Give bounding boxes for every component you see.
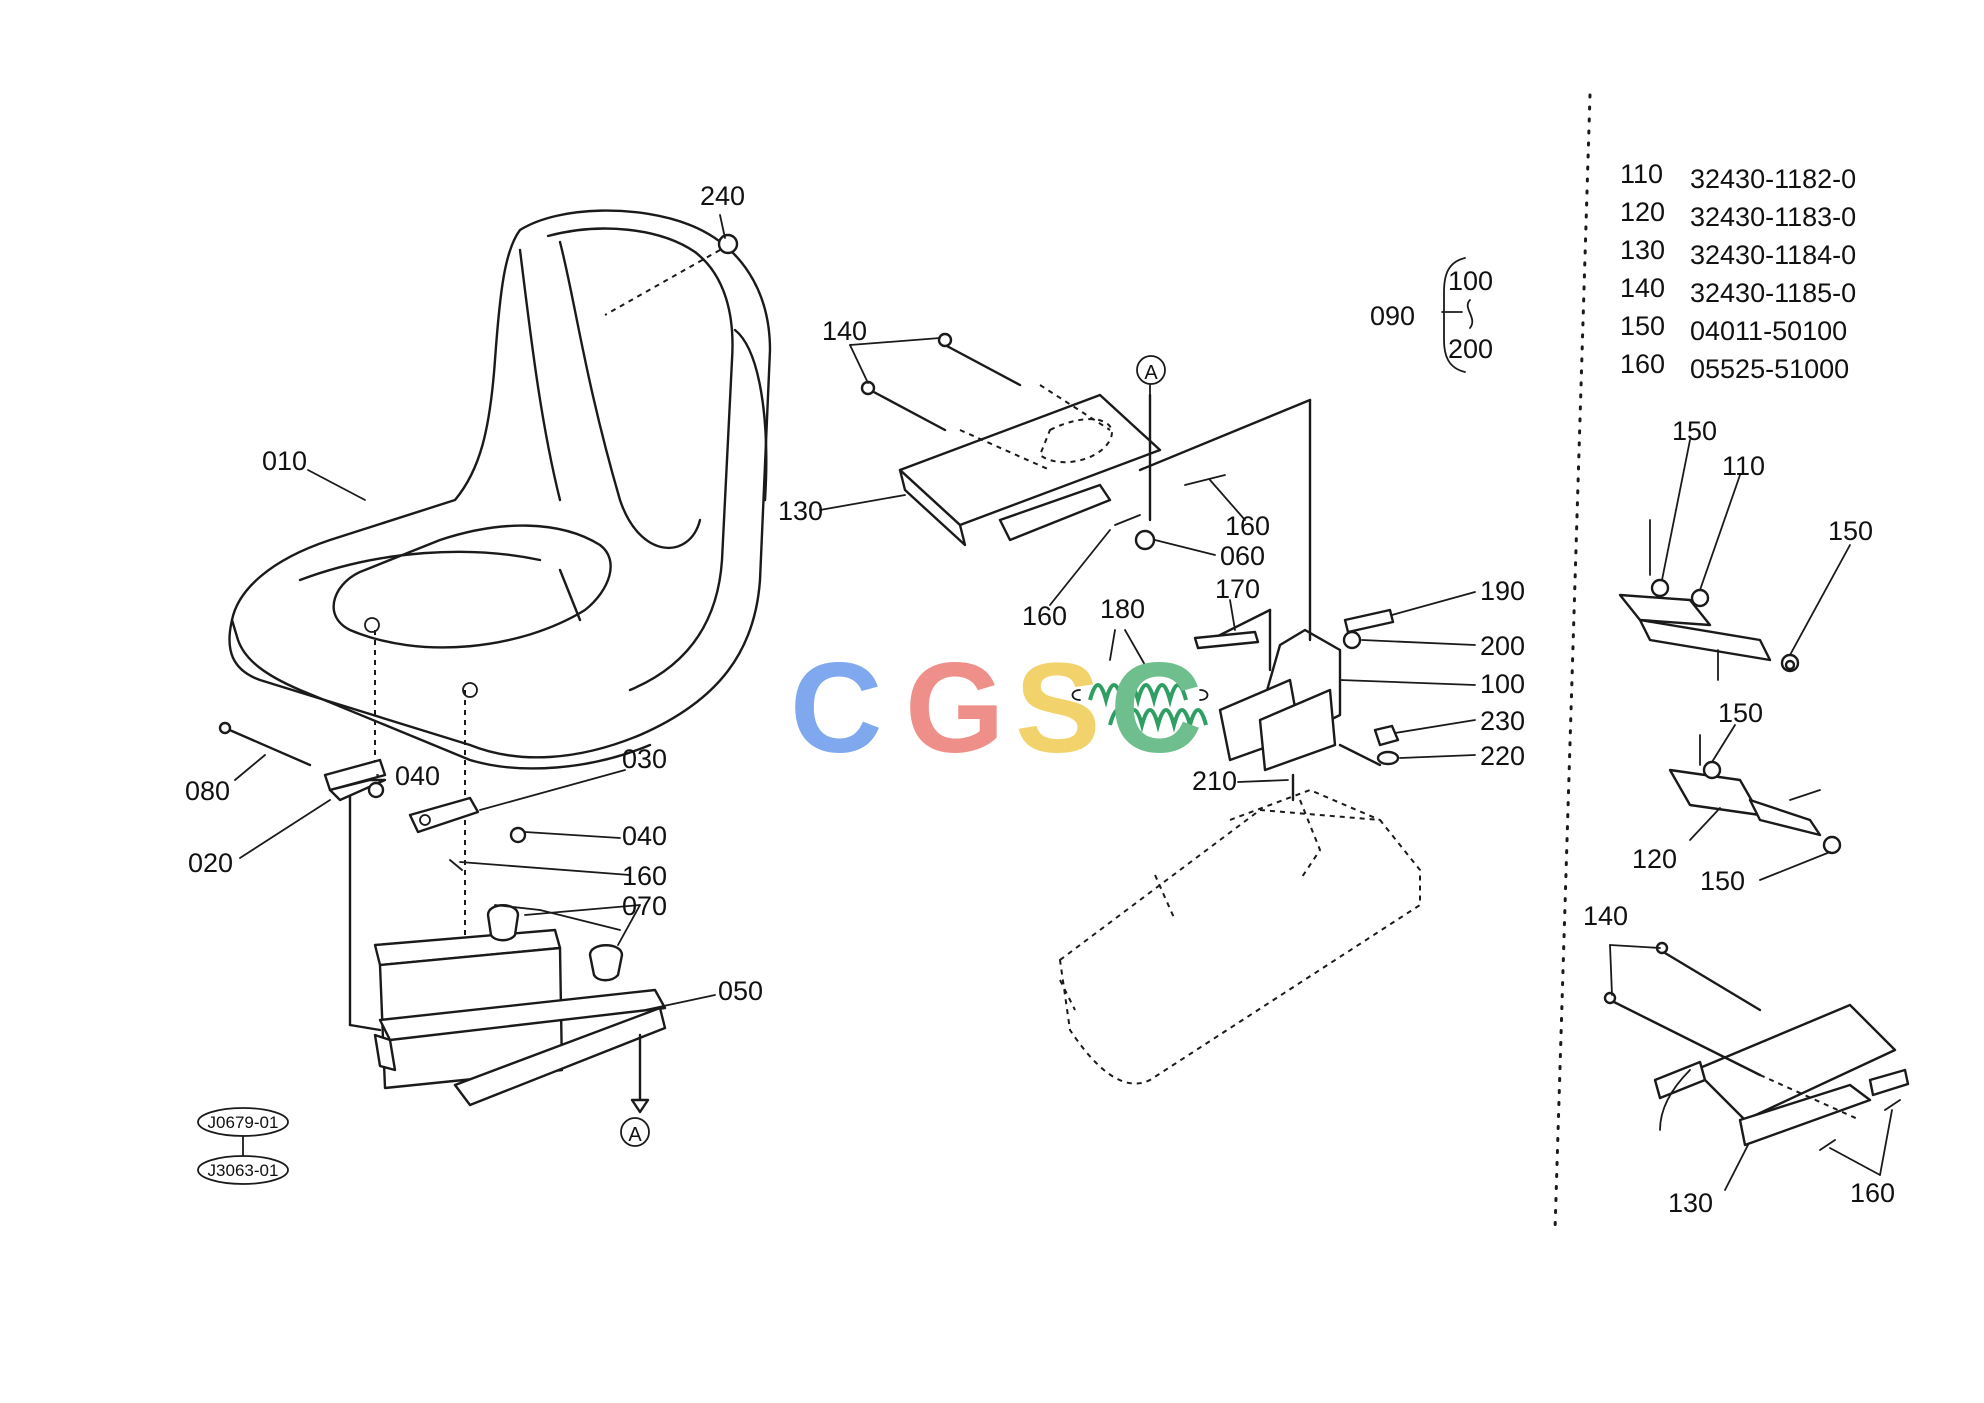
code-top: J0679-01 <box>208 1113 279 1132</box>
callout-120: 120 <box>1632 844 1677 874</box>
parts-row-ref: 160 <box>1620 349 1665 379</box>
seat-rail-assembly <box>348 768 667 1114</box>
parts-row-partno: 04011-50100 <box>1690 316 1847 346</box>
callout-030: 030 <box>622 744 667 774</box>
callout-160-detail: 160 <box>1850 1178 1895 1208</box>
detail-linkage-upper <box>1618 519 1800 681</box>
reference-marker-lower: A <box>620 1117 650 1147</box>
callout-160-upper: 160 <box>1225 511 1270 541</box>
callout-160-left: 160 <box>622 861 667 891</box>
detail-support-plate <box>1603 941 1910 1151</box>
callout-200: 200 <box>1480 631 1525 661</box>
callout-080: 080 <box>185 776 230 806</box>
callout-160-middle: 160 <box>1022 601 1067 631</box>
parts-row-partno: 32430-1182-0 <box>1690 164 1856 194</box>
callout-130-detail: 130 <box>1668 1188 1713 1218</box>
marker-a-lower-label: A <box>628 1124 642 1146</box>
watermark-letter: G <box>905 637 1005 780</box>
callout-050: 050 <box>718 976 763 1006</box>
drawing-codes: J0679-01 J3063-01 <box>197 1107 289 1185</box>
callout-150-b: 150 <box>1828 516 1873 546</box>
code-bottom: J3063-01 <box>208 1161 279 1180</box>
watermark-letter: S <box>1015 637 1100 780</box>
callout-040-upper: 040 <box>395 761 440 791</box>
bracket-bottom: 200 <box>1448 334 1493 364</box>
callout-150-d: 150 <box>1700 866 1745 896</box>
callout-190: 190 <box>1480 576 1525 606</box>
parts-row-ref: 140 <box>1620 273 1665 303</box>
callout-100: 100 <box>1480 669 1525 699</box>
parts-row-ref: 130 <box>1620 235 1665 265</box>
marker-a-upper-label: A <box>1144 362 1158 384</box>
callout-240: 240 <box>700 181 745 211</box>
watermark-letter: C <box>790 637 882 780</box>
detail-linkage-lower <box>1668 734 1842 855</box>
reference-marker-upper: A <box>1136 355 1166 385</box>
callout-170: 170 <box>1215 574 1260 604</box>
watermark: C G S C <box>790 637 1202 780</box>
callout-130: 130 <box>778 496 823 526</box>
parts-row-ref: 110 <box>1620 159 1663 189</box>
parts-row-partno: 05525-51000 <box>1690 354 1849 384</box>
seat-drawing <box>228 209 772 770</box>
leader-lines <box>234 214 1893 1191</box>
parts-row-partno: 32430-1183-0 <box>1690 202 1856 232</box>
callout-180: 180 <box>1100 594 1145 624</box>
callout-150-a: 150 <box>1672 416 1717 446</box>
callout-140: 140 <box>822 316 867 346</box>
parts-row-partno: 32430-1185-0 <box>1690 278 1856 308</box>
callout-labels: 240 010 080 040 020 030 040 160 070 050 … <box>185 181 1895 1218</box>
bracket-top: 100 <box>1448 266 1493 296</box>
callout-110: 110 <box>1722 451 1765 481</box>
callout-220: 220 <box>1480 741 1525 771</box>
detail-divider <box>1553 93 1592 1232</box>
parts-table: 110 32430-1182-0 120 32430-1183-0 130 32… <box>1620 159 1856 384</box>
parts-row-ref: 150 <box>1620 311 1665 341</box>
callout-150-c: 150 <box>1718 698 1763 728</box>
callout-140-detail: 140 <box>1583 901 1628 931</box>
spring-bracket <box>1138 398 1400 802</box>
callout-210: 210 <box>1192 766 1237 796</box>
callout-010: 010 <box>262 446 307 476</box>
callout-060: 060 <box>1220 541 1265 571</box>
bracket-090: 090 100 200 <box>1370 257 1493 373</box>
bracket-ref: 090 <box>1370 301 1415 331</box>
watermark-letter: C <box>1110 637 1202 780</box>
parts-row-ref: 120 <box>1620 197 1665 227</box>
callout-020: 020 <box>188 848 233 878</box>
springs <box>1071 683 1209 733</box>
callout-230: 230 <box>1480 706 1525 736</box>
callout-040-lower: 040 <box>622 821 667 851</box>
left-brackets <box>218 721 527 871</box>
parts-row-partno: 32430-1184-0 <box>1690 240 1856 270</box>
support-plate <box>860 332 1226 551</box>
tractor-frame <box>1058 788 1421 1085</box>
callout-070: 070 <box>622 891 667 921</box>
